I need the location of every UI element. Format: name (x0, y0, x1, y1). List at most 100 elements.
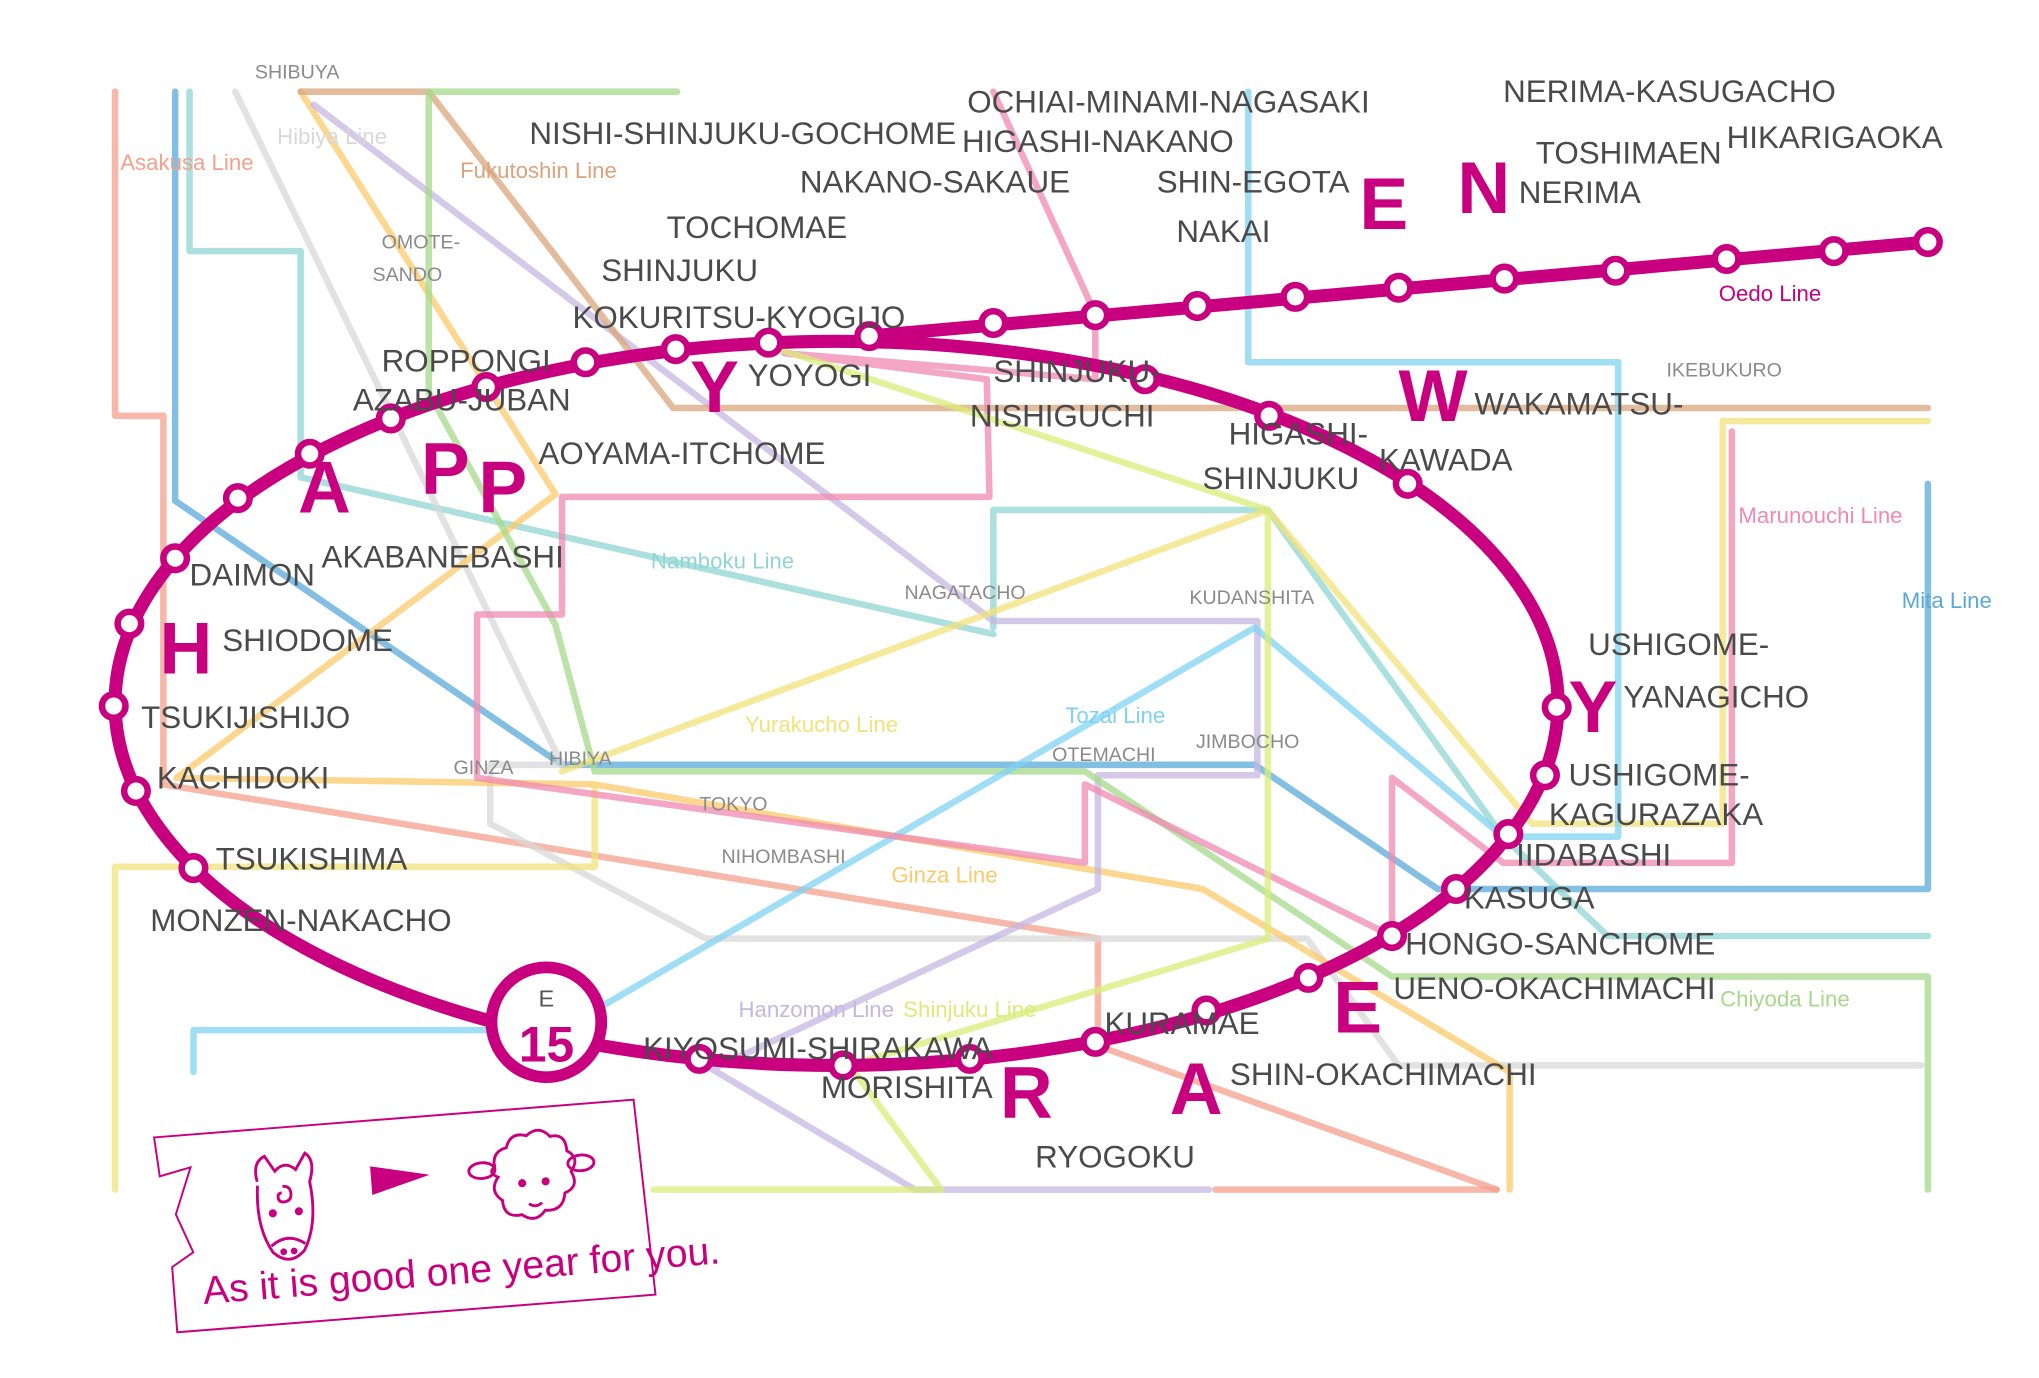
greeting-letter: N (1457, 147, 1510, 229)
marunouchi-line (1388, 428, 1736, 940)
line-label: Asakusa Line (120, 150, 253, 175)
station-label: UENO-OKACHIMACHI (1393, 971, 1715, 1006)
station-label: SHINJUKU- (993, 354, 1160, 389)
tozai-line (190, 1026, 500, 1076)
station-label: KIYOSUMI-SHIRAKAWA (643, 1031, 993, 1066)
tozai-line (597, 88, 1622, 1010)
station-marker (1191, 995, 1222, 1026)
station-label: NERIMA (1519, 175, 1641, 210)
station-marker (98, 690, 129, 722)
station-label: NISHI-SHINJUKU-GOCHOME (529, 116, 956, 151)
greeting-letter: E (1359, 163, 1408, 245)
station-label: SHIODOME (222, 623, 393, 658)
fukutoshin-line (297, 88, 1932, 412)
station-label: YOYOGI (748, 358, 872, 393)
station-label: HIGASHI- (1229, 417, 1368, 452)
station-label: NAKAI (1176, 214, 1270, 249)
station-label: KASUGA (1464, 881, 1595, 916)
shinjuku-line (650, 343, 1272, 1193)
line-label: Shinjuku Line (903, 997, 1036, 1022)
minor-station-label: TOKYO (699, 794, 767, 816)
station-label: ROPPONGI (382, 343, 551, 378)
station-marker (1711, 243, 1742, 275)
station-label: NAKANO-SAKAUE (800, 164, 1070, 199)
station-marker (1182, 291, 1213, 322)
station-marker (570, 347, 601, 378)
station-marker (1280, 281, 1311, 312)
station-marker (160, 543, 191, 574)
station-marker (828, 1050, 859, 1081)
greeting-letter: Y (690, 346, 739, 428)
station-label: DAIMON (190, 558, 315, 593)
station-label: USHIGOME- (1588, 627, 1769, 662)
line-label: Fukutoshin Line (460, 158, 617, 183)
minor-station-label: OMOTE- (382, 232, 460, 254)
station-marker (114, 608, 145, 639)
station-marker (178, 853, 209, 884)
station-label: OCHIAI-MINAMI-NAGASAKI (967, 85, 1369, 120)
line-label: Chiyoda Line (1720, 987, 1850, 1012)
yurakucho-line (111, 781, 598, 1193)
line-label: Yurakucho Line (745, 712, 898, 737)
hanzomon-line (310, 101, 1261, 1193)
station-label: KAGURAZAKA (1549, 797, 1763, 832)
station-label: KACHIDOKI (157, 760, 330, 795)
minor-station-label: KUDANSHITA (1189, 587, 1315, 609)
subway-lines (111, 88, 1932, 1193)
station-marker (1541, 692, 1572, 723)
station-label: SHIN-OKACHIMACHI (1230, 1057, 1537, 1092)
station-marker (660, 334, 691, 365)
station-marker (1818, 236, 1849, 267)
minor-station-label: SHIBUYA (255, 62, 340, 84)
station-marker (1293, 962, 1324, 993)
line-label: Oedo Line (1719, 281, 1821, 306)
station-label: KOKURITSU-KYOGIJO (572, 300, 905, 335)
station-marker (1441, 873, 1472, 905)
sheep-icon (467, 1128, 596, 1220)
station-label: KAWADA (1379, 443, 1513, 478)
greeting-letter: R (1000, 1052, 1053, 1134)
station-label: WAKAMATSU- (1474, 387, 1683, 422)
station-label: HIKARIGAOKA (1727, 120, 1943, 155)
station-label: HIGASHI-NAKANO (962, 124, 1234, 159)
station-label: USHIGOME- (1568, 758, 1749, 793)
station-marker (1493, 819, 1524, 850)
minor-station-label: IKEBUKURO (1666, 360, 1781, 382)
greeting-card: As it is good one year for you. (152, 1098, 722, 1334)
station-marker (222, 483, 253, 514)
greeting-letter: Y (1568, 666, 1617, 748)
namboku-line (990, 506, 1932, 940)
arrow-icon (370, 1166, 430, 1195)
badge-line-letter: E (539, 986, 555, 1012)
station-label: AZABU-JUBAN (353, 383, 571, 418)
line-label: Ginza Line (891, 862, 997, 887)
station-marker (1912, 226, 1943, 258)
greeting-letter: A (298, 447, 351, 529)
oedo-line (98, 226, 1943, 1081)
minor-station-label: NIHOMBASHI (721, 846, 845, 868)
hibiya-line (232, 88, 1925, 1069)
station-label: RYOGOKU (1035, 1139, 1195, 1174)
line-label: Mita Line (1902, 588, 1992, 613)
greeting-letter: A (1170, 1048, 1223, 1130)
station-label: TSUKISHIMA (216, 841, 408, 876)
station-marker (684, 1043, 715, 1074)
station-label: AOYAMA-ITCHOME (539, 436, 826, 471)
horse-icon (254, 1151, 315, 1261)
station-label: HONGO-SANCHOME (1405, 926, 1715, 961)
line-label: Marunouchi Line (1738, 503, 1902, 528)
greeting-letter: P (478, 447, 527, 529)
station-marker (978, 307, 1009, 339)
line-label: Hibiya Line (277, 124, 387, 149)
line-label: Hanzomon Line (738, 997, 894, 1022)
yurakucho-line (558, 417, 1932, 827)
station-marker (1080, 1026, 1111, 1057)
station-label: SHINJUKU (1202, 461, 1359, 496)
chiyoda-line (425, 88, 1932, 1193)
station-marker (1129, 364, 1161, 395)
station-label: SHIN-EGOTA (1157, 164, 1350, 199)
minor-station-label: JIMBOCHO (1196, 731, 1299, 753)
